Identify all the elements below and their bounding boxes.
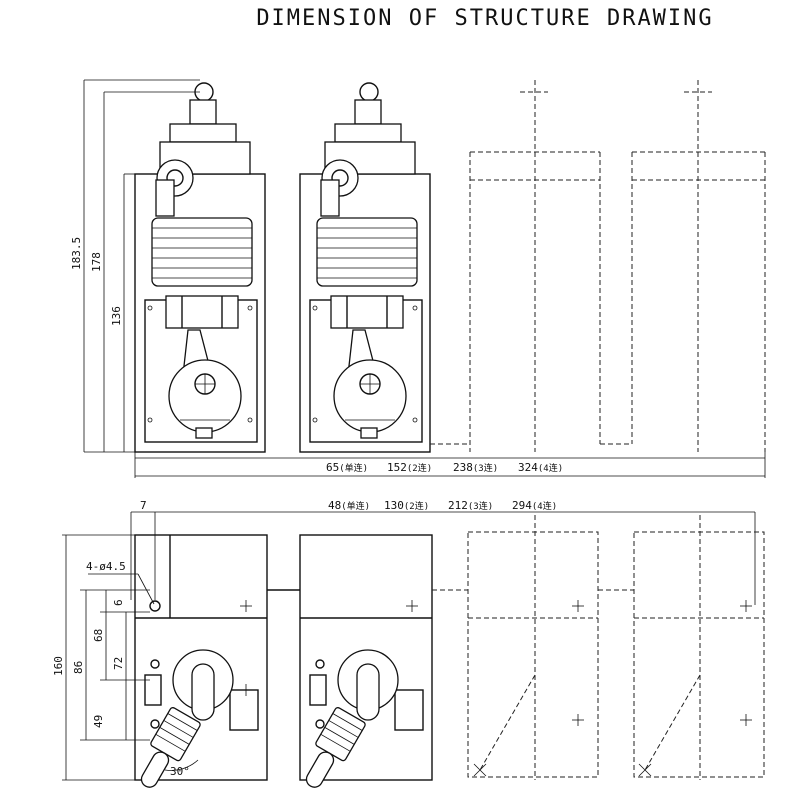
hole-label: 4-ø4.5 <box>86 560 126 573</box>
angle-label: 30° <box>170 765 190 778</box>
height-dim-183-5: 183.5 <box>70 237 83 270</box>
bottom-spacing-dimensions: 7 48(单连) 130(2连) 212(3连) 294(4连) <box>130 499 756 605</box>
front-unit-1 <box>134 82 266 453</box>
height-dim-86: 86 <box>72 661 85 674</box>
width-callout-1: 65(单连) <box>326 461 368 474</box>
height-dim-160: 160 <box>52 656 65 676</box>
height-dim-6: 6 <box>112 599 125 606</box>
spacing-callout-3: 212(3连) <box>448 499 493 512</box>
front-unit-4-phantom <box>430 80 766 452</box>
bottom-height-dimensions: 160 86 68 72 6 49 <box>52 534 150 781</box>
height-dim-178: 178 <box>90 252 103 272</box>
spacing-callout-2: 130(2连) <box>384 499 429 512</box>
height-dim-72: 72 <box>112 657 125 670</box>
offset-dim-7: 7 <box>140 499 147 512</box>
spacing-callout-4: 294(4连) <box>512 499 557 512</box>
bottom-unit-3-phantom <box>467 515 599 780</box>
width-callout-3: 238(3连) <box>453 461 498 474</box>
width-callout-4: 324(4连) <box>518 461 563 474</box>
hole-callout: 4-ø4.5 <box>86 560 155 605</box>
front-unit-2 <box>299 82 431 453</box>
width-callout-2: 152(2连) <box>387 461 432 474</box>
bottom-unit-1: 30° <box>134 534 268 788</box>
height-dim-68: 68 <box>92 629 105 642</box>
bottom-unit-2 <box>299 534 433 788</box>
bottom-unit-4-phantom <box>432 515 765 780</box>
page-title: DIMENSION OF STRUCTURE DRAWING <box>256 6 714 31</box>
front-width-dimensions: 65(单连) 152(2连) 238(3连) 324(4连) <box>134 452 766 478</box>
spacing-callout-1: 48(单连) <box>328 499 370 512</box>
height-dim-136: 136 <box>110 306 123 326</box>
height-dim-49: 49 <box>92 715 105 728</box>
front-height-dimensions: 183.5 178 136 <box>70 79 200 453</box>
front-unit-3-phantom <box>469 80 601 452</box>
